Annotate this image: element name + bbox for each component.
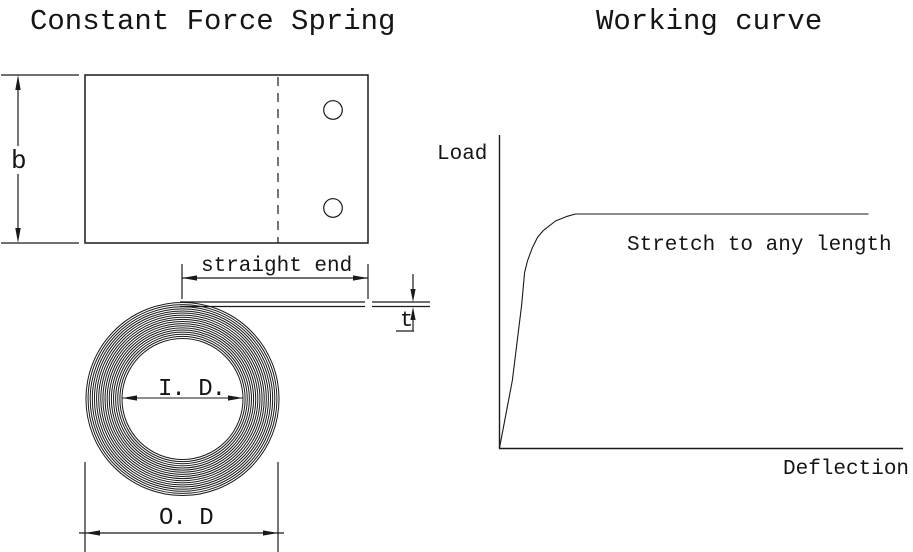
straight-end-dimension [182, 264, 368, 299]
working-curve-chart [499, 135, 903, 449]
arrow-down-icon [15, 228, 21, 243]
b-dimension [1, 75, 79, 243]
coil-ring [94, 311, 270, 487]
right-chart-title: Working curve [596, 5, 823, 38]
outer-diameter-dimension [79, 462, 284, 552]
coil-ring [92, 309, 272, 489]
coil-ring [114, 330, 252, 468]
coil-ring [90, 307, 275, 492]
coil-ring [86, 302, 279, 495]
curve-annotation: Stretch to any length [627, 234, 892, 257]
coil-ring [120, 336, 245, 461]
inner-diameter-label: I. D. [158, 376, 226, 403]
y-axis-label: Load [437, 143, 488, 166]
mounting-hole-top [324, 101, 343, 120]
inner-diameter-dimension [122, 395, 243, 401]
arrow-right-icon [228, 395, 243, 401]
arrow-left-icon [122, 395, 137, 401]
arrow-right-icon [353, 275, 368, 281]
coil-ring [97, 313, 269, 485]
coil-ring [101, 317, 264, 480]
coil-ring [103, 319, 262, 478]
arrow-up-icon [410, 307, 416, 320]
coil-ring [111, 328, 253, 470]
arrow-left-icon [85, 530, 100, 536]
arrow-up-icon [15, 75, 21, 90]
x-axis-label: Deflection [783, 458, 910, 481]
strip-side-view [180, 302, 430, 307]
coil-ring [105, 322, 260, 477]
coil-ring [116, 332, 250, 466]
load-deflection-curve [500, 214, 869, 448]
arrow-left-icon [182, 275, 197, 281]
arrow-down-icon [410, 289, 416, 302]
arrow-right-icon [263, 530, 278, 536]
thickness-dimension-label: t [400, 308, 414, 333]
coil-side-view [86, 302, 279, 495]
outer-diameter-label: O. D [159, 505, 214, 532]
thickness-dimension [396, 274, 416, 331]
coil-ring [122, 339, 243, 460]
width-dimension-label: b [11, 146, 27, 176]
coil-ring [88, 305, 277, 494]
coil-ring [118, 334, 247, 463]
coil-ring [107, 324, 258, 475]
mounting-hole-bottom [324, 199, 343, 218]
strip-flat-view [85, 75, 368, 243]
straight-end-dimension-label: straight end [201, 255, 353, 278]
strip-outline [85, 75, 368, 243]
coil-ring [99, 315, 267, 483]
left-diagram-title: Constant Force Spring [30, 5, 396, 38]
coil-ring [109, 326, 255, 472]
